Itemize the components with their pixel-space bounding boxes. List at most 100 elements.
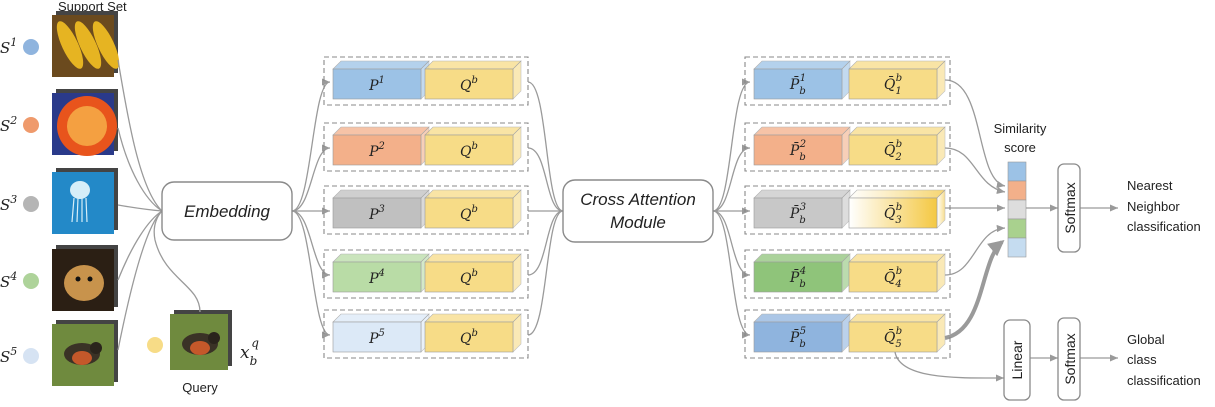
embedding-block: Embedding [161,181,293,241]
pair-group: P4 Qb [323,249,529,299]
support-feature-label: P1 [368,75,385,94]
orange-image [52,89,118,156]
robin-image [52,320,118,386]
support-row: S2 [0,89,118,156]
cross-attention-line1: Cross Attention [580,190,696,209]
attended-query-label: Q̄2b [884,139,902,163]
support-symbol: S1 [0,36,17,57]
support-feature-block [332,126,430,166]
support-color-dot [23,117,39,133]
support-set-label: Support Set [58,0,127,14]
pair-group: P3 Qb [323,185,529,235]
query-label: Query [182,380,218,395]
pair-group: P2 Qb [323,122,529,172]
support-row: S3 [0,168,118,234]
jellyfish-image [52,168,118,234]
support-symbol: S5 [0,345,17,366]
dog-image [52,245,118,311]
support-color-dot [23,39,39,55]
softmax-block-top: Softmax [1057,163,1081,253]
pair-group: P5 Qb [323,309,529,359]
nearest-line2: Neighbor [1127,199,1180,214]
attended-group: P̄b5 Q̄5b [744,309,951,359]
thick-arrow [944,239,1005,340]
corn-image [52,11,120,77]
query-feature-block [424,60,522,100]
similarity-cell [1007,218,1027,239]
query-feature-block [424,189,522,229]
robin-image [170,310,232,370]
support-feature-block [332,189,430,229]
query-feature-block [424,253,522,293]
attended-query-label: Q̄5b [884,326,902,350]
support-row: S5 [0,320,118,386]
support-feature-label: P5 [368,328,385,347]
linear-label: Linear [1009,340,1025,379]
softmax-label-bottom: Softmax [1062,333,1078,384]
support-feature-label: P3 [368,204,385,223]
attended-support-block [753,313,851,353]
support-color-dot [23,273,39,289]
cross-attention-block: Cross Attention Module [562,179,714,243]
attended-support-label: P̄b3 [789,202,806,226]
similarity-cell [1007,237,1027,258]
attended-query-block [848,313,946,353]
support-feature-block [332,313,430,353]
support-row: S1 [0,11,120,77]
pair-group: P1 Qb [323,56,529,106]
attended-support-block [753,126,851,166]
attended-query-label: Q̄1b [884,73,902,97]
query-color-dot [147,337,163,353]
support-row: S4 [0,245,118,311]
attended-group: P̄b2 Q̄2b [744,122,951,172]
similarity-score-bar [1007,161,1027,258]
similarity-label-line2: score [1004,140,1036,155]
attended-group: P̄b1 Q̄1b [744,56,951,106]
attended-query-label: Q̄3b [884,202,902,226]
similarity-cell [1007,161,1027,182]
attended-query-block [848,126,946,166]
support-symbol: S4 [0,270,17,291]
similarity-cell [1007,199,1027,220]
embedding-label: Embedding [184,202,271,221]
query-feature-label: Qb [460,204,478,223]
softmax-block-bottom: Softmax [1057,317,1081,401]
query-feature-block [424,126,522,166]
attended-query-label: Q̄4b [884,266,902,290]
attended-support-block [753,189,851,229]
global-line3: classification [1127,373,1201,388]
attended-support-label: P̄b1 [789,73,806,97]
query-symbol: xbq [240,336,259,368]
support-feature-label: P2 [368,141,385,160]
query-feature-block [424,313,522,353]
nearest-line1: Nearest [1127,178,1173,193]
attended-query-block [848,253,946,293]
query-feature-label: Qb [460,75,478,94]
linear-block: Linear [1003,319,1031,401]
query-feature-label: Qb [460,141,478,160]
global-line2: class [1127,352,1157,367]
attended-query-block [848,60,946,100]
nearest-line3: classification [1127,219,1201,234]
support-symbol: S3 [0,193,17,214]
softmax-label-top: Softmax [1062,182,1078,233]
connectors [117,59,1118,382]
similarity-label-line1: Similarity [994,121,1047,136]
attended-query-block [848,189,946,229]
cross-attention-line2: Module [610,213,666,232]
query-image [170,310,232,370]
query-feature-label: Qb [460,328,478,347]
attended-support-block [753,253,851,293]
attended-support-label: P̄b5 [789,326,806,350]
query: xbq Query [147,310,259,395]
attended-support-block [753,60,851,100]
global-line1: Global [1127,332,1165,347]
attended-support-label: P̄b2 [789,139,806,163]
support-feature-label: P4 [368,268,385,287]
query-feature-label: Qb [460,268,478,287]
